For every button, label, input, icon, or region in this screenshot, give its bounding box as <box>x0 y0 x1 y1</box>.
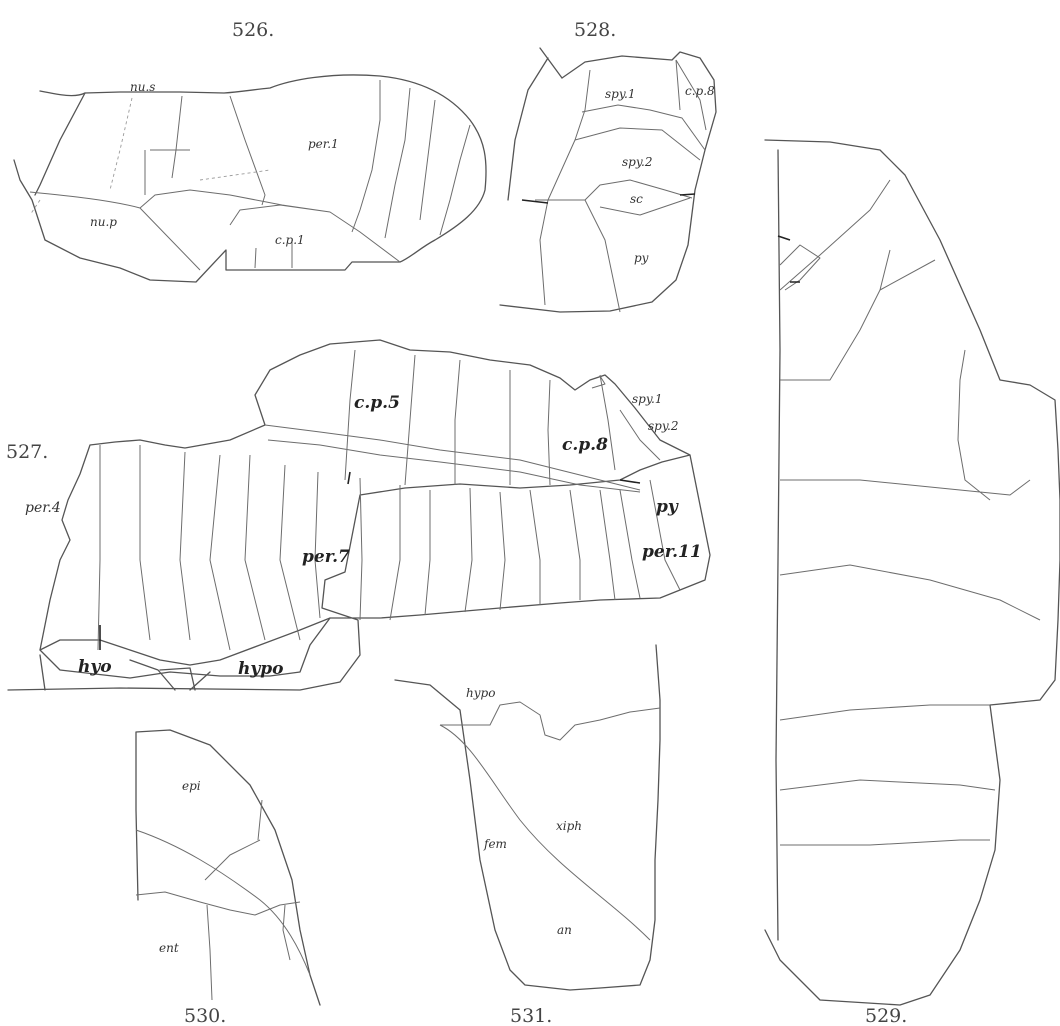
fig527-dark-joins <box>100 472 640 650</box>
fig531-label-an: an <box>557 923 572 937</box>
fig531-label-xiph: xiph <box>556 819 582 833</box>
fig527-label-per11: per.11 <box>642 542 702 562</box>
fig527-label-spy2: spy.2 <box>648 419 678 433</box>
fig526-sutures <box>30 80 470 270</box>
fig528-topleft-edge <box>508 48 562 200</box>
fig529-midline <box>776 150 780 940</box>
fig528-label-py: py <box>634 251 649 265</box>
figure-526-number: 526. <box>232 19 274 41</box>
fig526-upper-left <box>35 93 85 195</box>
fig527-label-hyo: hyo <box>78 657 112 677</box>
fig531-label-fem: fem <box>483 837 507 851</box>
fig527-label-per4: per.4 <box>25 500 61 516</box>
figure-529: 529. <box>765 140 1060 1026</box>
fig528-label-sc: sc <box>630 192 643 206</box>
fig527-label-spy1: spy.1 <box>632 392 662 406</box>
fig526-label-nup: nu.p <box>90 215 117 229</box>
figure-526: 526. nu.s per.1 nu.p c.p.1 <box>14 19 486 282</box>
fig531-sutures <box>440 702 660 940</box>
fig531-label-hypo: hypo <box>466 686 495 700</box>
figure-530-number: 530. <box>184 1005 226 1026</box>
fig530-label-ent: ent <box>159 941 179 955</box>
figure-531-number: 531. <box>510 1005 552 1026</box>
figure-531: 531. hypo fem xiph an <box>395 645 660 1026</box>
fig527-label-cp5: c.p.5 <box>354 393 400 413</box>
fig526-label-nus: nu.s <box>130 80 155 94</box>
figure-528-number: 528. <box>574 19 616 41</box>
fig526-label-per1: per.1 <box>308 137 339 151</box>
fig527-label-py: py <box>656 497 679 517</box>
figure-529-number: 529. <box>865 1005 907 1026</box>
fig530-label-epi: epi <box>182 779 201 793</box>
figure-530: 530. epi ent <box>136 730 320 1026</box>
fig528-label-spy2: spy.2 <box>622 155 652 169</box>
fig529-sutures <box>780 180 1040 845</box>
fig526-faint-lines <box>30 98 270 215</box>
fig530-outline <box>136 730 320 1005</box>
figure-528: 528. spy.1 c.p.8 spy.2 sc py <box>500 19 716 312</box>
figure-527: 527. c.p.5 spy.1 spy.2 c.p.8 py per.4 pe… <box>6 340 710 690</box>
figure-527-number: 527. <box>6 441 48 463</box>
fig531-outline <box>395 645 660 990</box>
fig526-label-cp1: c.p.1 <box>275 233 305 247</box>
fig528-label-cp8: c.p.8 <box>685 84 715 98</box>
fig527-label-cp8: c.p.8 <box>562 435 608 455</box>
fig528-label-spy1: spy.1 <box>605 87 635 101</box>
fig527-hypo-region <box>40 655 210 690</box>
fig527-label-per7: per.7 <box>302 547 350 567</box>
fig530-sutures <box>136 800 310 1000</box>
fig526-outline <box>14 75 486 282</box>
fig527-label-hypo: hypo <box>238 659 283 679</box>
